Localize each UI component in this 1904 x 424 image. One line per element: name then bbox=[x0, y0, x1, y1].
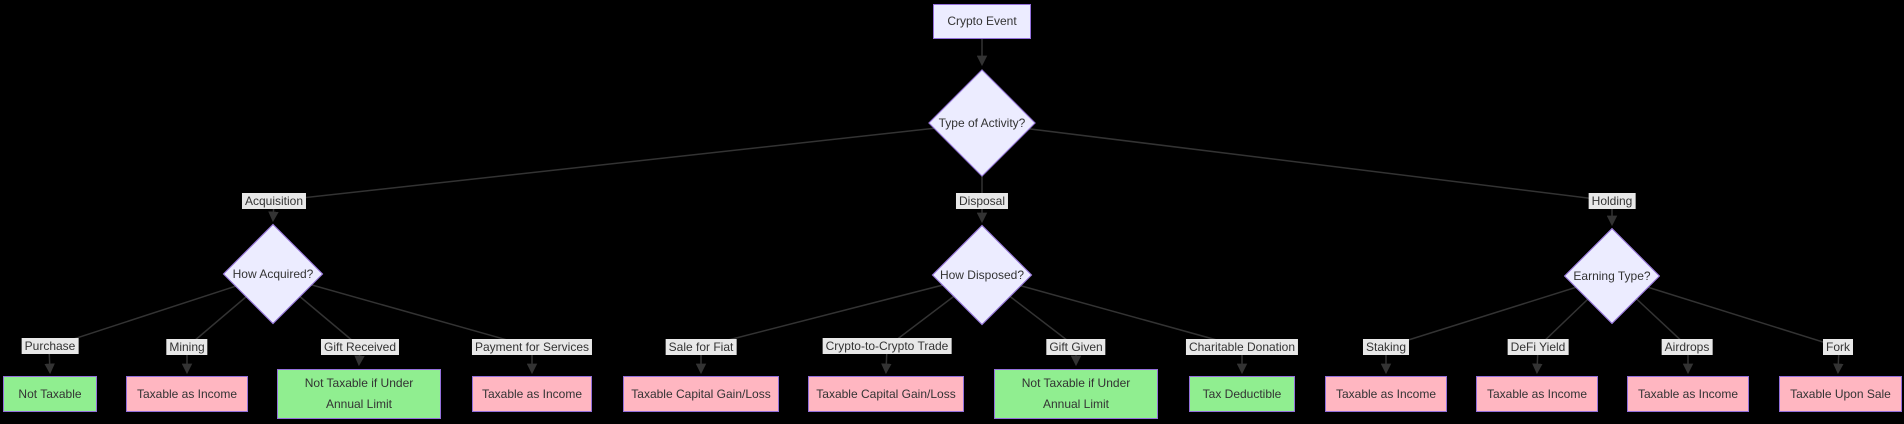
edge-label-gift-received: Gift Received bbox=[320, 339, 400, 355]
outcome-staking: Taxable as Income bbox=[1325, 376, 1447, 412]
outcome-label: Taxable as Income bbox=[1486, 386, 1588, 401]
edge-label-purchase: Purchase bbox=[21, 338, 79, 354]
outcome-label: Not Taxable if Under Annual Limit bbox=[1021, 376, 1131, 411]
outcome-label: Taxable as Income bbox=[1637, 386, 1739, 401]
edge-label-fork: Fork bbox=[1823, 339, 1853, 355]
edge-label-charitable-donation: Charitable Donation bbox=[1185, 339, 1299, 355]
outcome-label: Taxable Capital Gain/Loss bbox=[816, 386, 956, 401]
outcome-payment-for-services: Taxable as Income bbox=[472, 376, 592, 412]
decision-how-acquired-label: How Acquired? bbox=[232, 267, 314, 281]
edge-type-to-acquisition bbox=[268, 122, 983, 223]
edge-label-airdrops: Airdrops bbox=[1661, 339, 1713, 355]
outcome-label: Taxable as Income bbox=[481, 386, 583, 401]
edge-label-disposal: Disposal bbox=[955, 193, 1009, 209]
outcome-label: Not Taxable bbox=[18, 386, 82, 401]
edge-label-defi-yield: DeFi Yield bbox=[1507, 339, 1569, 355]
outcome-gift-given: Not Taxable if Under Annual Limit bbox=[994, 369, 1158, 419]
outcome-label: Not Taxable if Under Annual Limit bbox=[304, 376, 414, 411]
outcome-fork: Taxable Upon Sale bbox=[1779, 376, 1902, 412]
edge-type-to-holding bbox=[981, 122, 1618, 227]
outcome-crypto-to-crypto-trade: Taxable Capital Gain/Loss bbox=[808, 376, 964, 412]
outcome-defi-yield: Taxable as Income bbox=[1476, 376, 1598, 412]
edge-label-mining: Mining bbox=[166, 339, 208, 355]
outcome-purchase: Not Taxable bbox=[3, 376, 97, 412]
outcome-label: Taxable as Income bbox=[136, 386, 238, 401]
outcome-label: Tax Deductible bbox=[1202, 386, 1282, 401]
outcome-mining: Taxable as Income bbox=[126, 376, 248, 412]
outcome-charitable-donation: Tax Deductible bbox=[1189, 376, 1295, 412]
decision-type-of-activity: Type of Activity? bbox=[928, 69, 1036, 177]
edge-label-payment-for-services: Payment for Services bbox=[471, 339, 593, 355]
edge-label-sale-for-fiat: Sale for Fiat bbox=[665, 339, 737, 355]
decision-how-acquired: How Acquired? bbox=[222, 223, 324, 325]
outcome-gift-received: Not Taxable if Under Annual Limit bbox=[277, 369, 441, 419]
outcome-airdrops: Taxable as Income bbox=[1627, 376, 1749, 412]
outcome-sale-for-fiat: Taxable Capital Gain/Loss bbox=[623, 376, 779, 412]
edge-label-gift-given: Gift Given bbox=[1046, 339, 1106, 355]
decision-earning-type: Earning Type? bbox=[1563, 227, 1661, 325]
outcome-label: Taxable Upon Sale bbox=[1790, 386, 1891, 401]
outcome-label: Taxable as Income bbox=[1335, 386, 1437, 401]
decision-how-disposed: How Disposed? bbox=[931, 224, 1033, 326]
edge-label-staking: Staking bbox=[1362, 339, 1410, 355]
edge-label-holding: Holding bbox=[1588, 193, 1636, 209]
decision-how-disposed-label: How Disposed? bbox=[939, 268, 1025, 282]
decision-type-of-activity-label: Type of Activity? bbox=[938, 116, 1026, 130]
decision-earning-type-label: Earning Type? bbox=[1573, 269, 1651, 283]
edge-label-crypto-to-crypto-trade: Crypto-to-Crypto Trade bbox=[822, 338, 952, 354]
edge-label-acquisition: Acquisition bbox=[241, 193, 307, 209]
outcome-label: Taxable Capital Gain/Loss bbox=[631, 386, 771, 401]
node-crypto-event-label: Crypto Event bbox=[947, 14, 1017, 28]
node-crypto-event: Crypto Event bbox=[933, 4, 1031, 39]
